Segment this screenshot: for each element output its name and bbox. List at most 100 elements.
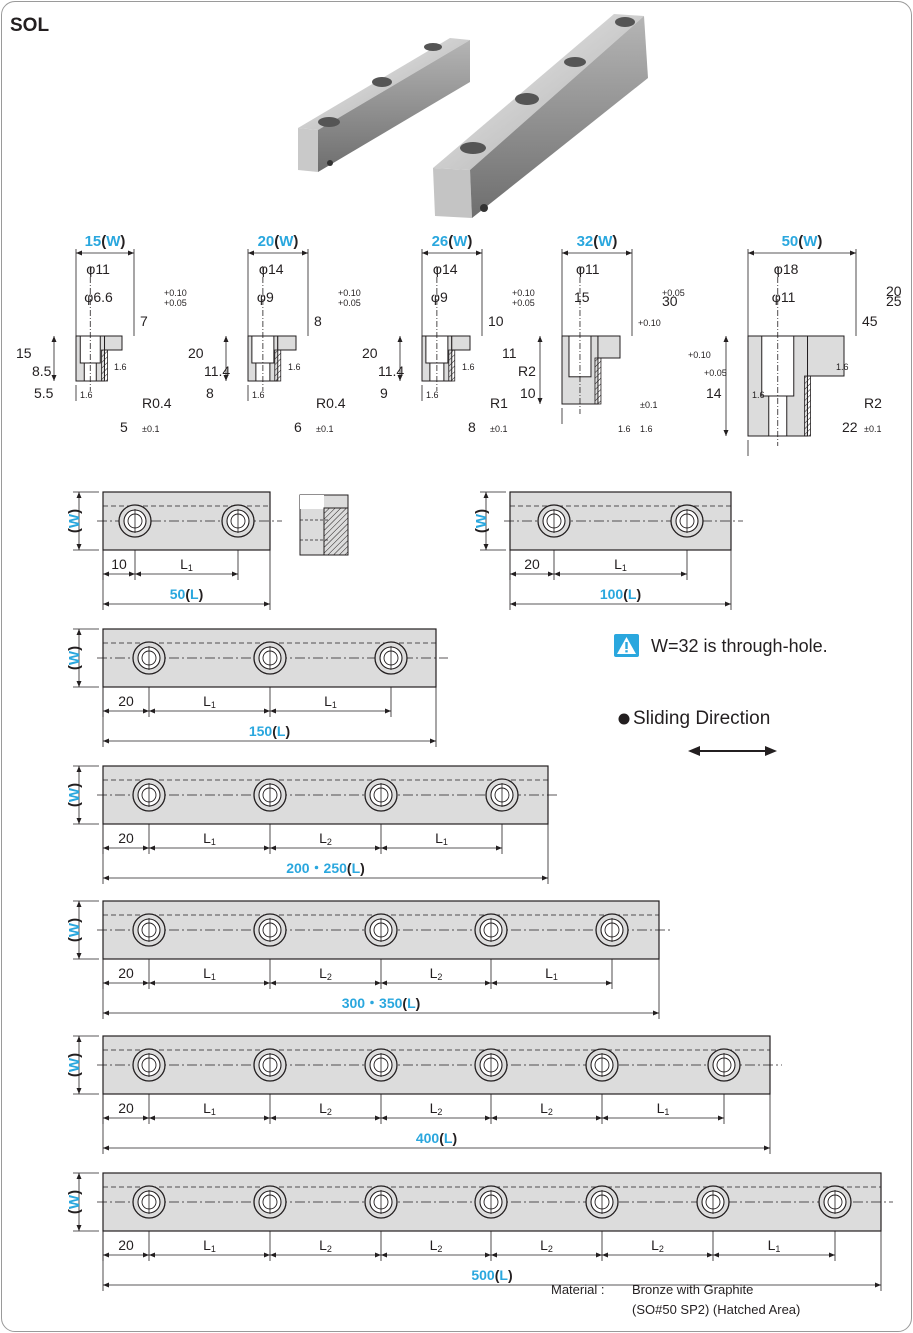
dimension-text: +0.10 [338,288,361,298]
dimension-text: R2 [518,363,536,379]
pitch-label: L1 [435,830,448,847]
dimension-text: φ18 [774,261,799,277]
dimension-text: 9 [380,385,388,401]
dimension-text: 1.6 [288,362,301,372]
dimension-text: φ14 [259,261,284,277]
pitch-label: 20 [118,965,134,981]
dimension-text: 15 [16,345,32,361]
pitch-label: L2 [430,965,443,982]
dimension-text: ±0.1 [316,424,333,434]
length-label: 150(L) [249,723,290,739]
dimension-text: 10 [520,385,536,401]
pitch-label: 20 [524,556,540,572]
dimension-text: +0.10 [164,288,187,298]
dimension-text: ±0.1 [142,424,159,434]
cross-section-w20: 20(W)φ14φ98+0.10+0.052011.48R0.46±0.11.6… [188,233,361,435]
dimension-text: ±0.1 [640,400,657,410]
series-code: SOL [10,15,50,36]
dimension-text: 20 [886,283,902,299]
dimension-text: +0.05 [512,298,535,308]
dimension-text: 1.6 [114,362,127,372]
pitch-label: L1 [203,693,216,710]
dimension-text: +0.05 [164,298,187,308]
length-label: 500(L) [471,1267,512,1283]
dimension-text: R0.4 [142,395,172,411]
length-label: 300・350(L) [342,995,421,1011]
dimension-text: 30 [662,293,678,309]
dimension-text: 8 [206,385,214,401]
pitch-label: L1 [768,1237,781,1254]
cross-section-w26: 26(W)φ14φ910+0.10+0.052011.49R18±0.11.61… [362,233,535,435]
width-label-w15: 15(W) [85,233,126,250]
length-label: 400(L) [416,1130,457,1146]
dimension-text: 8 [468,419,476,435]
pitch-label: L1 [203,965,216,982]
width-symbol: (W) [66,646,83,670]
pitch-label: L1 [545,965,558,982]
pitch-label: L1 [324,693,337,710]
dimension-text: 20 [362,345,378,361]
pitch-label: L2 [430,1237,443,1254]
product-photo-small [298,38,470,172]
pitch-label: 20 [118,830,134,846]
dimension-text: φ14 [433,261,458,277]
dimension-text: 5.5 [34,385,54,401]
dimension-text: 1.6 [252,390,265,400]
sliding-direction-arrow [618,713,777,756]
pitch-label: L2 [319,1100,332,1117]
pitch-label: L2 [540,1100,553,1117]
dimension-text: R0.4 [316,395,346,411]
dimension-text: 1.6 [618,424,631,434]
width-symbol: (W) [66,1190,83,1214]
dimension-text: 1.6 [462,362,475,372]
dimension-text: 8.5 [32,363,52,379]
dimension-text: 45 [862,313,878,329]
dimension-text: 10 [488,313,504,329]
width-symbol: (W) [66,509,83,533]
dimension-text: φ6.6 [84,289,113,305]
sliding-direction-label: Sliding Direction [633,708,771,729]
pitch-label: L1 [203,1237,216,1254]
dimension-text: 11 [502,345,517,361]
pitch-label: L1 [203,830,216,847]
pitch-label: 10 [111,556,127,572]
pitch-label: L2 [319,1237,332,1254]
pitch-label: 20 [118,1100,134,1116]
product-photo-large [433,14,648,218]
width-symbol: (W) [66,1053,83,1077]
pitch-label: L1 [180,556,193,573]
dimension-text: 6 [294,419,302,435]
side-view [299,494,349,556]
pitch-label: L2 [651,1237,664,1254]
cross-sections: 15(W)φ11φ6.67+0.10+0.05158.55.5R0.45±0.1… [16,233,902,456]
dimension-text: +0.10 [688,350,711,360]
dimension-text: 1.6 [836,362,849,372]
width-label-w50: 50(W) [782,233,823,250]
dimension-text: φ9 [431,289,448,305]
dimension-text: +0.05 [704,368,727,378]
dimension-text: 5 [120,419,128,435]
pitch-label: L2 [430,1100,443,1117]
dimension-text: 1.6 [752,390,765,400]
dimension-text: R2 [864,395,882,411]
dimension-text: φ11 [86,261,110,277]
dimension-text: +0.10 [638,318,661,328]
material-name: Bronze with Graphite [632,1282,754,1297]
width-symbol: (W) [473,509,490,533]
dimension-text: 22 [842,419,858,435]
dimension-text: 1.6 [80,390,93,400]
cross-section-w15: 15(W)φ11φ6.67+0.10+0.05158.55.5R0.45±0.1… [16,233,187,435]
pitch-label: L1 [614,556,627,573]
dimension-text: 1.6 [426,390,439,400]
material-label: Material : [551,1282,605,1297]
pitch-label: L1 [657,1100,670,1117]
width-label-w20: 20(W) [258,233,299,250]
pitch-label: L2 [319,830,332,847]
